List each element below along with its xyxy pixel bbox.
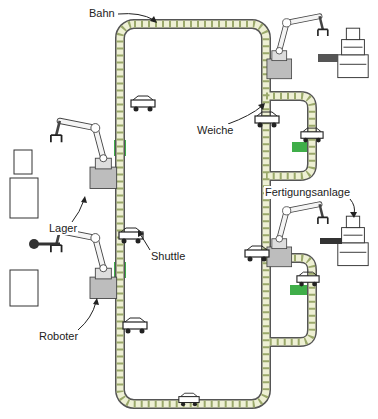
robot-label: Roboter (38, 330, 79, 343)
machine-label: Fertigungsanlage (264, 186, 351, 199)
storage-label: Lager (48, 222, 78, 235)
shuttle-label: Shuttle (150, 250, 186, 263)
track-label: Bahn (88, 7, 116, 20)
switch-label: Weiche (196, 124, 234, 137)
